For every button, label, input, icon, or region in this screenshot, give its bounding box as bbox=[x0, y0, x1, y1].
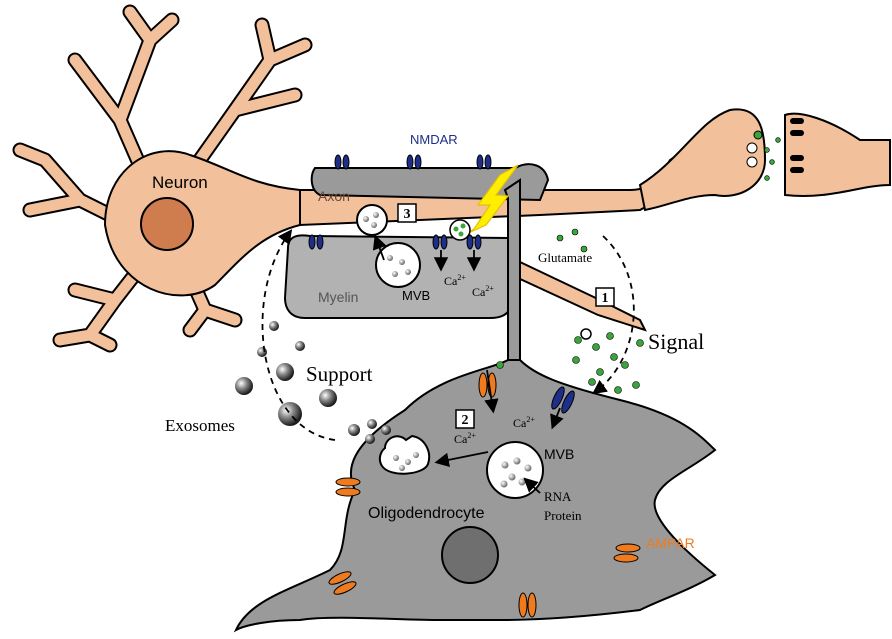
neuron bbox=[12, 4, 313, 353]
oligodendrocyte-body bbox=[233, 359, 717, 633]
step-2-label: 2 bbox=[462, 413, 469, 428]
support-label: Support bbox=[306, 362, 373, 386]
step-3-label: 3 bbox=[404, 207, 411, 222]
postsynaptic-terminal bbox=[784, 112, 891, 197]
protein-label: Protein bbox=[544, 508, 582, 523]
ca-oligo-2-label: Ca2+ bbox=[454, 431, 476, 446]
myelin-label: Myelin bbox=[318, 289, 358, 305]
nmdar-channel-icon bbox=[308, 154, 575, 414]
synaptic-vesicles bbox=[746, 130, 763, 168]
nmdar-label: NMDAR bbox=[410, 132, 458, 147]
presynaptic-terminal bbox=[638, 108, 767, 212]
neuron-label: Neuron bbox=[152, 173, 208, 192]
postsynaptic-receptors bbox=[790, 118, 804, 173]
vesicle-icon bbox=[356, 204, 592, 499]
ca-oligo-1-label: Ca2+ bbox=[513, 415, 535, 430]
mvb-axon-label: MVB bbox=[402, 288, 430, 303]
step-1-label: 1 bbox=[602, 291, 609, 306]
ampar-channel-icon bbox=[328, 372, 641, 618]
rna-label: RNA bbox=[544, 489, 572, 504]
axon-label: Axon bbox=[318, 188, 350, 204]
ampar-label: AMPAR bbox=[646, 535, 695, 551]
mvb-oligo-label: MVB bbox=[544, 446, 574, 462]
step-box-3: 3 bbox=[397, 203, 417, 223]
flow-arrows bbox=[261, 229, 635, 494]
neuron-dendrites-fill bbox=[14, 6, 311, 351]
signal-label: Signal bbox=[648, 329, 704, 354]
exosomes-label: Exosomes bbox=[165, 416, 235, 435]
oligodendrocyte-process bbox=[503, 178, 521, 361]
oligodendrocyte-label: Oligodendrocyte bbox=[368, 505, 485, 522]
step-box-2: 2 bbox=[455, 409, 475, 429]
neuron-nucleus bbox=[140, 197, 194, 251]
axon-branch bbox=[516, 260, 647, 332]
step-box-1: 1 bbox=[595, 287, 615, 307]
glutamate-label: Glutamate bbox=[538, 250, 592, 265]
ca-axon-1-label: Ca2+ bbox=[444, 273, 466, 288]
ca-axon-2-label: Ca2+ bbox=[472, 284, 494, 299]
oligodendrocyte-nucleus bbox=[441, 526, 499, 584]
glutamate-molecules bbox=[496, 137, 781, 394]
